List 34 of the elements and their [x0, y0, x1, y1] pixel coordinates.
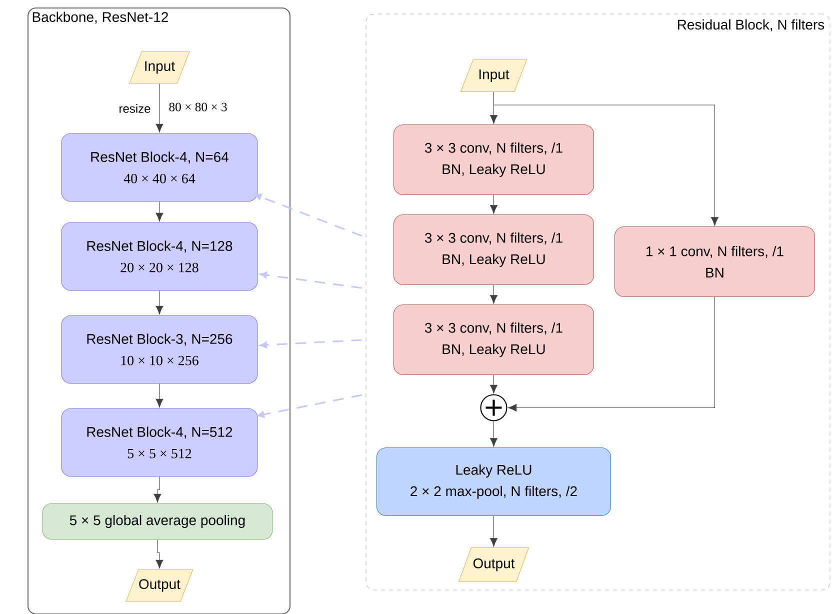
- arrow: [156, 539, 164, 568]
- activation-box: Leaky ReLU 2 × 2 max-pool, N filters, /2: [376, 447, 611, 516]
- arrow: [490, 194, 498, 214]
- arrow: [490, 516, 498, 547]
- arrow: [156, 201, 164, 222]
- sum-circle: [480, 394, 508, 422]
- arrow: [260, 339, 362, 348]
- arrow: [490, 421, 498, 447]
- io-parallelogram: Output: [126, 569, 194, 602]
- dimension-label: 80 × 80 × 3: [169, 102, 227, 112]
- arrow: [260, 272, 362, 289]
- pooling-box: 5 × 5 global average pooling: [42, 503, 273, 540]
- arrow: [490, 374, 498, 394]
- io-parallelogram: Output: [458, 547, 530, 582]
- resnet-block: ResNet Block-4, N=64 40 × 40 × 64: [61, 133, 258, 202]
- edge-label: resize: [120, 104, 150, 113]
- arrow: [156, 383, 164, 408]
- conv-box: 3 × 3 conv, N filters, /1 BN, Leaky ReLU: [393, 124, 594, 195]
- io-parallelogram: Input: [460, 59, 528, 92]
- conv-box: 3 × 3 conv, N filters, /1 BN, Leaky ReLU: [393, 304, 594, 375]
- resnet-block: ResNet Block-4, N=512 5 × 5 × 512: [61, 408, 258, 477]
- arrow: [257, 394, 362, 418]
- arrow: [254, 194, 362, 237]
- arrow: [493, 92, 718, 226]
- conv-box: 1 × 1 conv, N filters, /1 BN: [614, 226, 815, 297]
- io-parallelogram: Input: [129, 51, 190, 84]
- resnet-block: ResNet Block-4, N=128 20 × 20 × 128: [61, 222, 258, 291]
- conv-box: 3 × 3 conv, N filters, /1 BN, Leaky ReLU: [393, 214, 594, 285]
- arrow: [490, 284, 498, 304]
- arrow: [156, 290, 164, 314]
- arrow: [154, 476, 162, 502]
- arrow: [508, 296, 715, 412]
- resnet-block: ResNet Block-3, N=256 10 × 10 × 256: [61, 315, 258, 384]
- arrow: [156, 83, 164, 132]
